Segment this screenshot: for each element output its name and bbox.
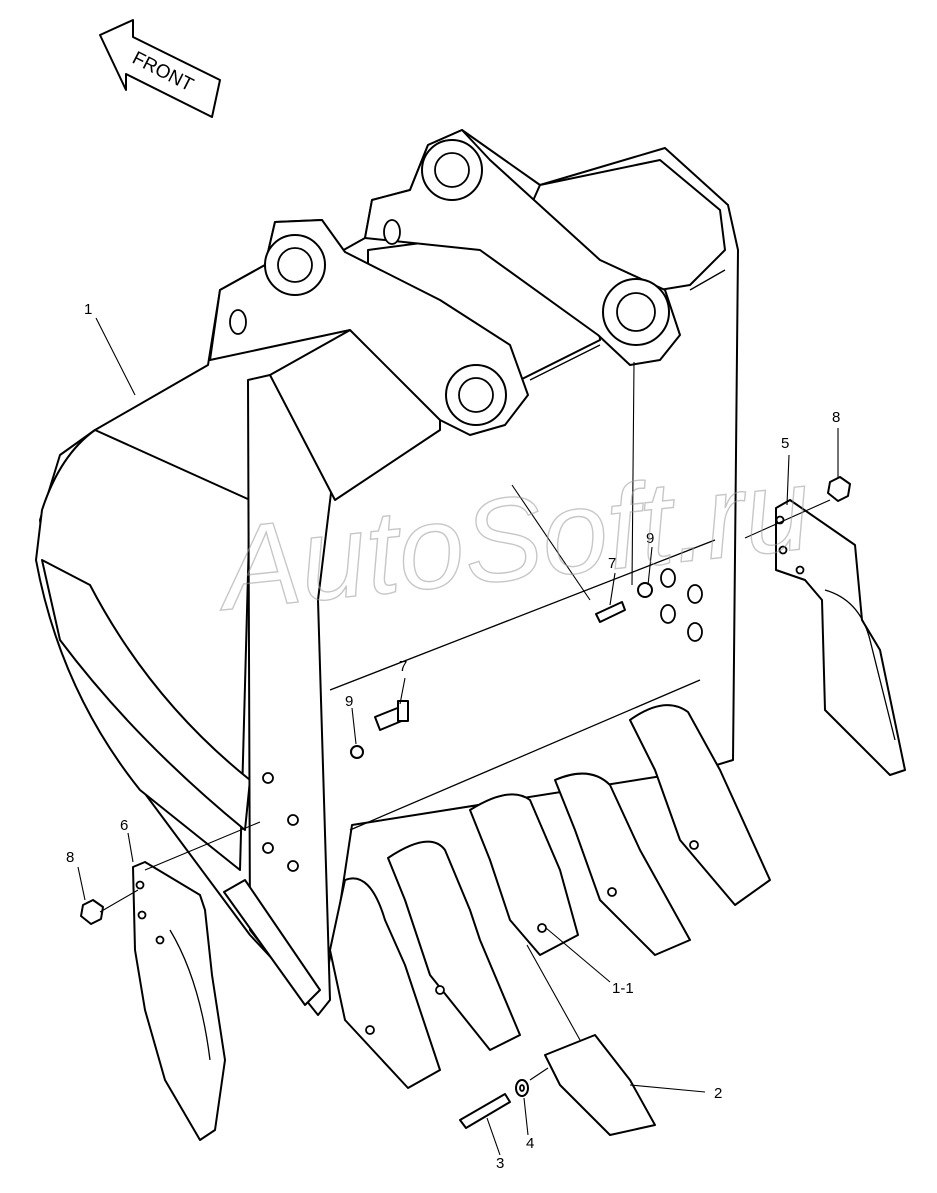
tooth	[554, 772, 691, 956]
tooth	[387, 840, 521, 1051]
nut	[80, 899, 104, 925]
callout-9-lower: 9	[345, 693, 353, 710]
callout-2: 2	[714, 1085, 722, 1102]
washer	[637, 582, 653, 598]
callout-labels: 1 5 8 7 9 7 9 6 8 1-1 2 3 4	[66, 301, 840, 1172]
callout-1: 1	[84, 301, 92, 318]
tooth	[329, 877, 441, 1089]
callout-4: 4	[526, 1135, 534, 1152]
callout-8-left: 8	[66, 849, 74, 866]
pin	[459, 1093, 511, 1129]
callout-1-1: 1-1	[612, 980, 634, 997]
side-cutter-left	[132, 861, 226, 1141]
side-cutter-right	[775, 499, 906, 776]
bolt-head	[397, 700, 409, 722]
bucket-teeth	[329, 704, 771, 1089]
tooth	[544, 1034, 656, 1136]
callout-6: 6	[120, 817, 128, 834]
bolt	[595, 601, 626, 623]
tooth	[629, 704, 771, 906]
front-arrow-icon: FRONT	[99, 19, 221, 118]
callout-3: 3	[496, 1155, 504, 1172]
callout-8-right: 8	[832, 409, 840, 426]
callout-5: 5	[781, 435, 789, 452]
tooth	[469, 793, 579, 956]
callout-7-upper: 7	[608, 555, 616, 572]
leader-lines	[77, 317, 839, 1156]
callout-9-upper: 9	[646, 530, 654, 547]
fasteners	[80, 476, 851, 925]
callout-7-lower: 7	[399, 658, 407, 675]
tooth-assembly-parts	[459, 1034, 656, 1136]
washer	[350, 745, 364, 759]
nut	[827, 476, 851, 502]
